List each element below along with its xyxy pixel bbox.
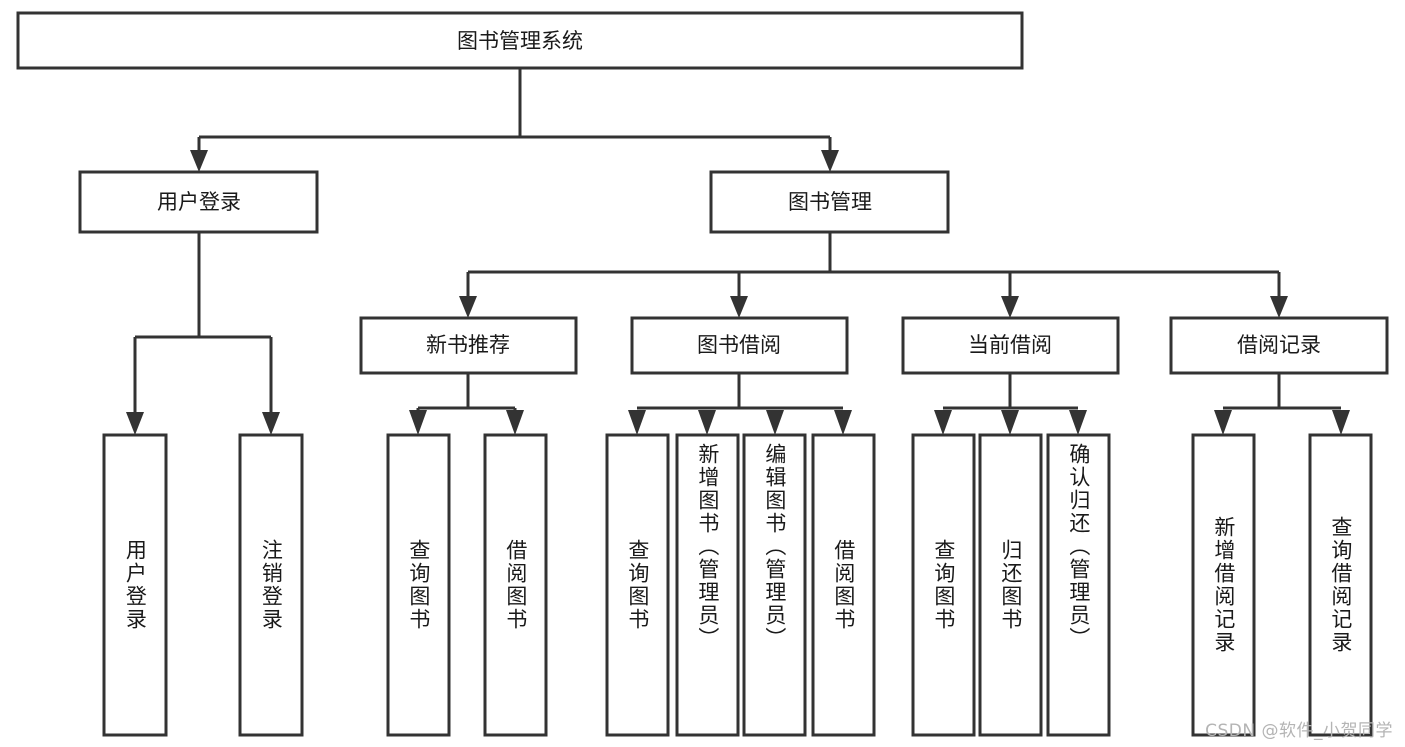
connector-newbook-to-leaves — [409, 373, 524, 435]
node-new-book-recommend-label: 新书推荐 — [426, 333, 510, 357]
leaf-box-query-borrow-record[interactable] — [1308, 433, 1373, 737]
node-user-login-box[interactable] — [78, 170, 319, 234]
node-borrow-record[interactable]: 借阅记录 — [1169, 316, 1389, 375]
node-borrow-record-box[interactable] — [1169, 316, 1389, 375]
arrow-head-icon — [766, 410, 784, 435]
arrow-head-icon — [262, 412, 280, 435]
node-book-management-box[interactable] — [709, 170, 950, 234]
leaf-box-add-borrow-record[interactable] — [1191, 433, 1256, 737]
connector-borrowrecord-to-leaves — [1214, 373, 1350, 435]
leaf-box-add-book-admin[interactable] — [675, 433, 740, 737]
node-user-login[interactable]: 用户登录 — [78, 170, 319, 234]
arrow-head-icon — [1332, 410, 1350, 435]
node-new-book-recommend[interactable]: 新书推荐 — [359, 316, 578, 375]
connector-root-to-level2 — [190, 68, 839, 172]
arrow-head-icon — [459, 296, 477, 318]
leaf-box-confirm-return-admin[interactable] — [1046, 433, 1111, 737]
arrow-head-icon — [934, 410, 952, 435]
connector-currentborrow-to-leaves — [934, 373, 1087, 435]
node-current-borrow-label: 当前借阅 — [968, 333, 1052, 357]
arrow-head-icon — [409, 410, 427, 435]
arrow-head-icon — [730, 296, 748, 318]
node-current-borrow[interactable]: 当前借阅 — [901, 316, 1120, 375]
node-book-borrow-label: 图书借阅 — [697, 333, 781, 357]
leaf-box-logout[interactable] — [238, 433, 304, 737]
node-book-borrow-box[interactable] — [630, 316, 849, 375]
arrow-head-icon — [1214, 410, 1232, 435]
connector-booking-to-level3 — [459, 232, 1288, 318]
node-current-borrow-box[interactable] — [901, 316, 1120, 375]
arrow-head-icon — [1001, 296, 1019, 318]
csdn-watermark: CSDN @软件_小贺同学 — [1205, 721, 1393, 741]
leaf-box-query-book-borrow[interactable] — [605, 433, 670, 737]
arrow-head-icon — [190, 150, 208, 172]
connector-bookborrow-to-leaves — [628, 373, 852, 435]
node-book-management-label: 图书管理 — [788, 190, 872, 214]
node-root-label: 图书管理系统 — [457, 29, 583, 53]
arrow-head-icon — [126, 412, 144, 435]
arrow-head-icon — [821, 150, 839, 172]
arrow-head-icon — [628, 410, 646, 435]
arrow-head-icon — [1069, 410, 1087, 435]
arrow-head-icon — [1001, 410, 1019, 435]
arrow-head-icon — [698, 410, 716, 435]
node-root-box[interactable] — [16, 11, 1024, 70]
leaf-box-borrow-book[interactable] — [811, 433, 876, 737]
leaf-box-return-book[interactable] — [978, 433, 1043, 737]
node-user-login-label: 用户登录 — [157, 190, 241, 214]
node-new-book-recommend-box[interactable] — [359, 316, 578, 375]
leaf-box-borrow-book-new[interactable] — [483, 433, 548, 737]
leaf-box-edit-book-admin[interactable] — [742, 433, 807, 737]
connector-userlogin-to-leaves — [126, 232, 280, 435]
leaf-box-query-book-new[interactable] — [386, 433, 451, 737]
arrow-head-icon — [1270, 296, 1288, 318]
leaf-box-query-book-current[interactable] — [911, 433, 976, 737]
leaf-box-user-login[interactable] — [102, 433, 168, 737]
arrow-head-icon — [506, 410, 524, 435]
node-book-borrow[interactable]: 图书借阅 — [630, 316, 849, 375]
node-book-management[interactable]: 图书管理 — [709, 170, 950, 234]
node-root[interactable]: 图书管理系统 — [16, 11, 1024, 70]
node-borrow-record-label: 借阅记录 — [1237, 333, 1321, 357]
arrow-head-icon — [834, 410, 852, 435]
